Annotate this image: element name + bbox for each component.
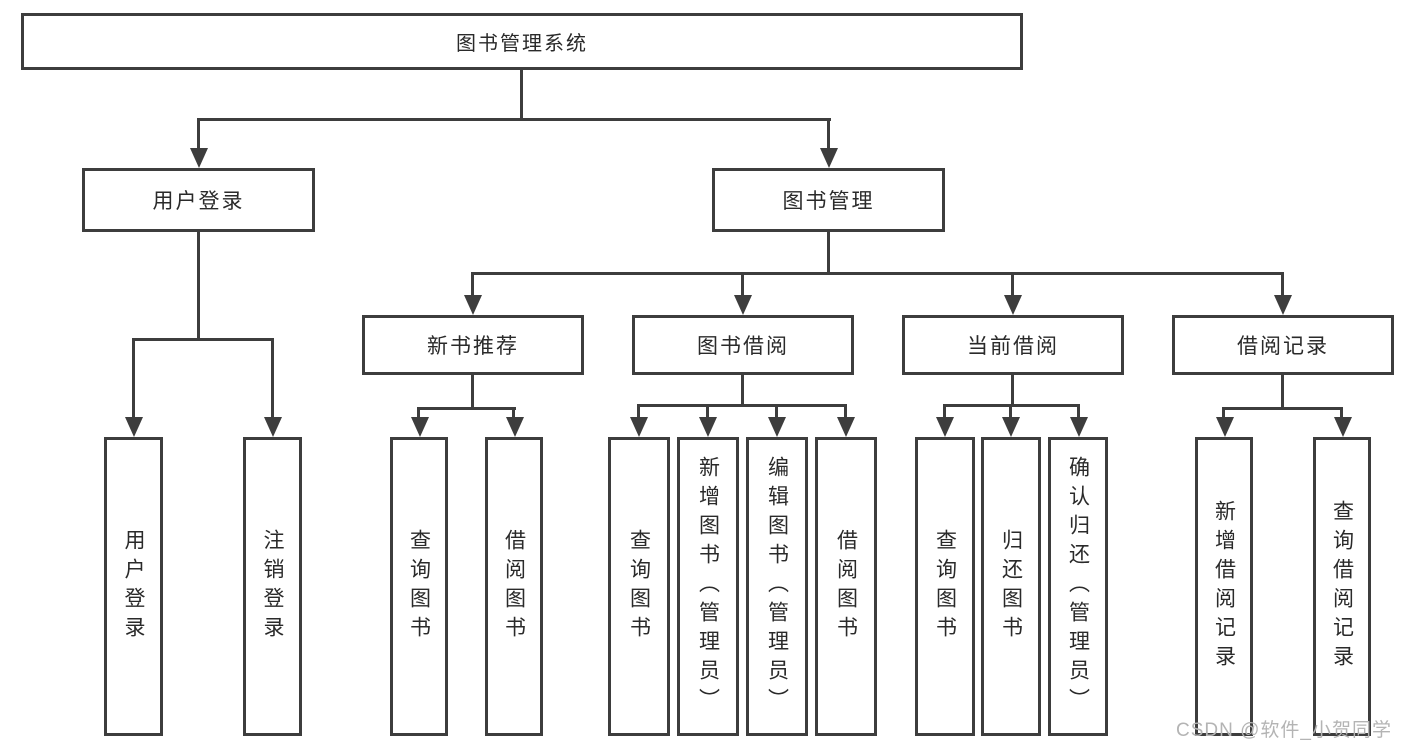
connector-line [827, 232, 830, 272]
leaf-logout: 注销登录 [243, 437, 302, 736]
arrow-down-icon [1004, 295, 1022, 315]
leaf-add-books-admin: 新增图书（管理员） [677, 437, 739, 736]
connector-line [132, 338, 135, 419]
connector-line [512, 407, 515, 419]
connector-line [520, 70, 523, 118]
arrow-down-icon [699, 417, 717, 437]
node-root-library-management-system: 图书管理系统 [21, 13, 1023, 70]
connector-line [1281, 375, 1284, 407]
connector-line [197, 232, 200, 338]
connector-line [197, 118, 831, 121]
connector-line [1281, 272, 1284, 297]
arrow-down-icon [734, 295, 752, 315]
connector-line [417, 407, 420, 419]
arrow-down-icon [1334, 417, 1352, 437]
leaf-query-borrow-record: 查询借阅记录 [1313, 437, 1371, 736]
csdn-watermark: CSDN @软件_小贺同学 [1176, 720, 1392, 741]
connector-line [417, 407, 516, 410]
arrow-down-icon [837, 417, 855, 437]
node-current-borrowing: 当前借阅 [902, 315, 1124, 375]
leaf-add-borrow-record: 新增借阅记录 [1195, 437, 1253, 736]
arrow-down-icon [1274, 295, 1292, 315]
arrow-down-icon [820, 148, 838, 168]
connector-line [471, 375, 474, 407]
arrow-down-icon [464, 295, 482, 315]
node-borrowing-records: 借阅记录 [1172, 315, 1394, 375]
leaf-query-books-current: 查询图书 [915, 437, 975, 736]
arrow-down-icon [506, 417, 524, 437]
connector-line [827, 118, 830, 150]
connector-line [471, 272, 1284, 275]
connector-line [471, 272, 474, 297]
arrow-down-icon [1070, 417, 1088, 437]
arrow-down-icon [264, 417, 282, 437]
arrow-down-icon [125, 417, 143, 437]
connector-line [706, 404, 709, 419]
arrow-down-icon [411, 417, 429, 437]
node-book-management: 图书管理 [712, 168, 945, 232]
connector-line [637, 404, 640, 419]
arrow-down-icon [768, 417, 786, 437]
arrow-down-icon [1216, 417, 1234, 437]
arrow-down-icon [1002, 417, 1020, 437]
leaf-confirm-return-admin: 确认归还（管理员） [1048, 437, 1108, 736]
connector-line [741, 272, 744, 297]
leaf-return-books: 归还图书 [981, 437, 1041, 736]
arrow-down-icon [190, 148, 208, 168]
connector-line [1340, 407, 1343, 419]
connector-line [1011, 272, 1014, 297]
leaf-user-login: 用户登录 [104, 437, 163, 736]
connector-line [197, 118, 200, 150]
connector-line [844, 404, 847, 419]
leaf-query-books-borrowing: 查询图书 [608, 437, 670, 736]
leaf-query-books-recommend: 查询图书 [390, 437, 448, 736]
arrow-down-icon [936, 417, 954, 437]
connector-line [1011, 375, 1014, 404]
leaf-borrow-books-recommend: 借阅图书 [485, 437, 543, 736]
connector-line [1009, 404, 1012, 419]
node-book-borrowing: 图书借阅 [632, 315, 854, 375]
leaf-borrow-books-borrowing: 借阅图书 [815, 437, 877, 736]
connector-line [132, 338, 274, 341]
connector-line [1222, 407, 1343, 410]
connector-line [741, 375, 744, 404]
connector-line [775, 404, 778, 419]
node-user-login: 用户登录 [82, 168, 315, 232]
connector-line [271, 338, 274, 419]
connector-line [637, 404, 847, 407]
arrow-down-icon [630, 417, 648, 437]
leaf-edit-books-admin: 编辑图书（管理员） [746, 437, 808, 736]
connector-line [943, 404, 946, 419]
node-new-book-recommend: 新书推荐 [362, 315, 584, 375]
connector-line [1222, 407, 1225, 419]
connector-line [1077, 404, 1080, 419]
